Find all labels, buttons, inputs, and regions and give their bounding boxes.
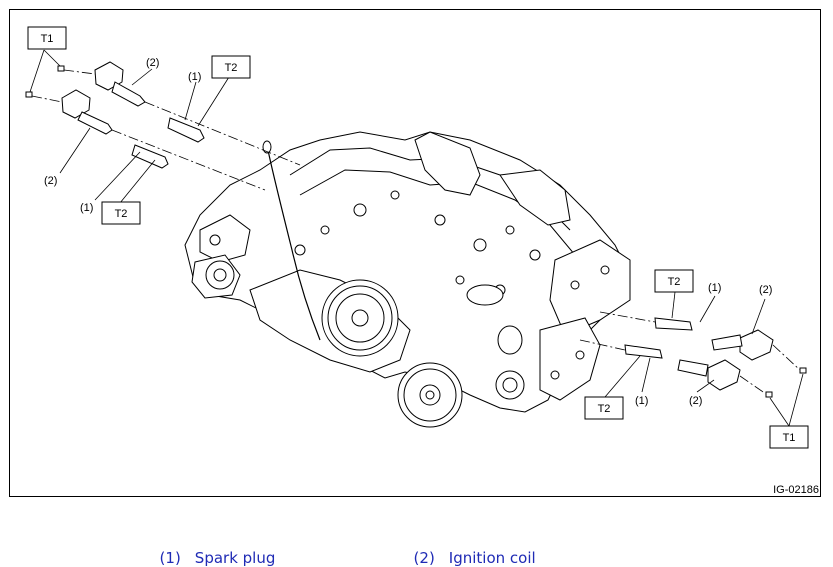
legend-label: Ignition coil [448, 549, 536, 567]
tag-t2-left: T2 [101, 201, 141, 225]
right-ignition-coil-upper [711, 329, 774, 361]
tag-t2-top: T2 [211, 55, 251, 79]
svg-text:T1: T1 [41, 33, 54, 45]
right-ignition-coil-lower [677, 359, 741, 391]
legend-number: (1) [159, 549, 181, 567]
tag-t1-right: T1 [769, 425, 809, 449]
left-bolts [25, 65, 65, 98]
figure-id: IG-02186 [773, 484, 819, 496]
right-spark-plug-upper [654, 317, 693, 331]
callout-2-right-bottom: (2) [689, 395, 702, 407]
right-bolts [765, 367, 807, 398]
left-spark-plug-upper [167, 117, 205, 143]
callout-1-right-bottom: (1) [635, 395, 648, 407]
right-guide-lines [579, 311, 801, 395]
legend-number: (2) [413, 549, 435, 567]
callout-2-left: (2) [44, 175, 57, 187]
svg-text:T2: T2 [115, 208, 128, 220]
crank-pulley [321, 279, 399, 357]
callout-2-right-top: (2) [759, 284, 772, 296]
svg-text:T2: T2 [225, 62, 238, 74]
svg-text:T1: T1 [783, 432, 796, 444]
callout-2-top: (2) [146, 57, 159, 69]
left-ignition-coil-lower [61, 89, 113, 135]
engine-fittings [205, 260, 525, 400]
svg-text:T2: T2 [668, 276, 681, 288]
left-spark-plug-lower [131, 144, 169, 169]
left-guide-lines [31, 69, 301, 191]
tag-t2-right-bottom: T2 [584, 396, 624, 420]
right-spark-plug-lower [624, 344, 663, 359]
dipstick [267, 149, 321, 341]
left-ignition-coil-upper [94, 61, 146, 107]
callout-1-left: (1) [80, 202, 93, 214]
leader-lines [29, 49, 804, 427]
legend-label: Spark plug [194, 549, 276, 567]
legend-item-ignition-coil: (2) Ignition coil [404, 531, 536, 567]
tag-t1-top-left: T1 [27, 26, 67, 50]
callout-1-right-top: (1) [708, 282, 721, 294]
callout-1-top: (1) [188, 71, 201, 83]
svg-text:T2: T2 [598, 403, 611, 415]
tag-t2-right-top: T2 [654, 269, 694, 293]
engine-block [184, 131, 631, 413]
pump-pulley [397, 362, 463, 428]
legend-item-spark-plug: (1) Spark plug [150, 531, 276, 567]
